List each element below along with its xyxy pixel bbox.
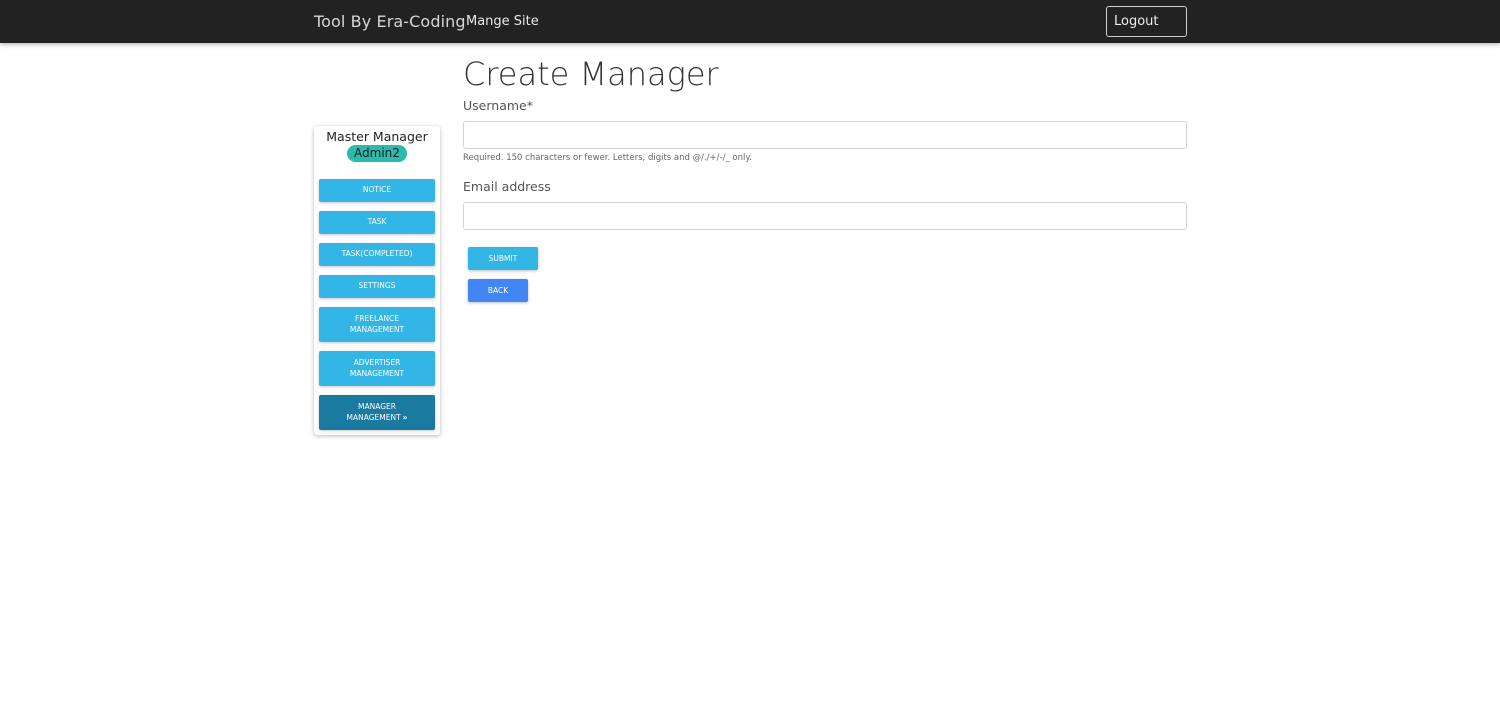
role-badge: Admin2 [347,145,407,162]
double-chevron-right-icon: » [402,412,408,422]
brand-link[interactable]: Tool By Era-Coding [314,12,466,31]
sidebar-item-label: NOTICE [362,185,392,195]
sidebar-item-label: SETTINGS [358,281,396,291]
sidebar-item-label: FREELANCE MANAGEMENT [349,313,405,334]
email-label: Email address [463,179,551,194]
username-help-text: Required. 150 characters or fewer. Lette… [463,153,752,163]
top-navbar: Tool By Era-Coding Mange Site Logout [0,0,1500,43]
username-input[interactable] [463,121,1187,149]
page-title: Create Manager [463,55,719,93]
sidebar-item-label-text: MANAGER MANAGEMENT [346,401,401,422]
sidebar-item-label: TASK(COMPLETED) [341,249,413,259]
back-button[interactable]: BACK [468,279,528,302]
sidebar-item-task-completed[interactable]: TASK(COMPLETED) [319,243,435,266]
sidebar-item-task[interactable]: TASK [319,211,435,234]
sidebar-item-notice[interactable]: NOTICE [319,179,435,202]
sidebar-item-label: TASK [367,217,387,227]
sidebar-item-label: ADVERTISER MANAGEMENT [349,357,405,378]
sidebar-item-freelance-management[interactable]: FREELANCE MANAGEMENT [319,307,435,342]
logout-button[interactable]: Logout [1106,6,1187,37]
sidebar-card: Master Manager Admin2 NOTICE TASK TASK(C… [314,126,440,435]
sidebar-title: Master Manager [326,129,428,144]
manage-site-link[interactable]: Mange Site [466,14,539,29]
email-input[interactable] [463,202,1187,230]
submit-button[interactable]: SUBMIT [468,247,538,270]
sidebar-item-label: MANAGER MANAGEMENT» [327,402,427,424]
sidebar-item-advertiser-management[interactable]: ADVERTISER MANAGEMENT [319,351,435,386]
sidebar-item-settings[interactable]: SETTINGS [319,275,435,298]
sidebar-item-manager-management[interactable]: MANAGER MANAGEMENT» [319,395,435,430]
username-label: Username* [463,98,533,113]
